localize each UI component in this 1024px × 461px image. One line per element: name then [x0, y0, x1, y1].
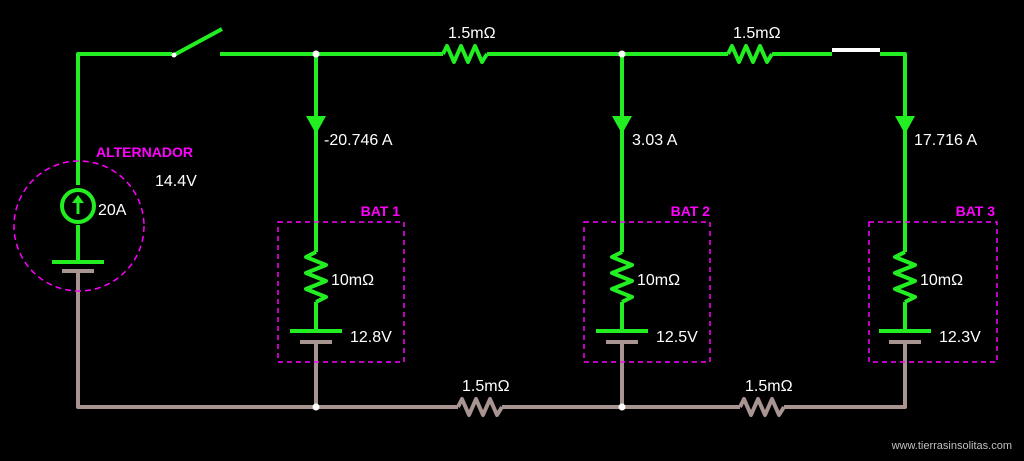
junction-dot: [312, 403, 320, 411]
bat3-current: 17.716 A: [914, 132, 978, 149]
top-resistor-2-zigzag: [726, 44, 774, 64]
alternator-voltage: 14.4V: [155, 173, 197, 190]
bat2-current: 3.03 A: [632, 132, 678, 149]
bottom-resistor-2-zigzag: [738, 397, 786, 417]
wire-bottom-bus-c: [784, 342, 907, 409]
battery-boxes: [277, 221, 998, 363]
junctions: [171, 50, 626, 411]
current-arrows: [306, 116, 915, 134]
bottom-resistor-1-zigzag: [456, 397, 504, 417]
switch-pivot: [171, 52, 177, 58]
top-resistor-1-label: 1.5mΩ: [448, 25, 496, 42]
bat3-resistor-zigzag: [893, 250, 917, 304]
bat2-resistance: 10mΩ: [637, 272, 680, 289]
wire-alternator-top: [76, 52, 172, 185]
bat2-box[interactable]: [583, 221, 711, 363]
bottom-resistor-2-label: 1.5mΩ: [745, 378, 793, 395]
top-resistor-2-label: 1.5mΩ: [733, 25, 781, 42]
bat1-voltage: 12.8V: [350, 329, 392, 346]
bat3-box[interactable]: [868, 221, 998, 363]
bat1-name: BAT 1: [361, 203, 401, 219]
bat1-current: -20.746 A: [324, 132, 393, 149]
wire-top-bus-d: [880, 52, 907, 110]
bat2-resistor-zigzag: [610, 250, 634, 304]
alternator-boundary: [13, 160, 145, 292]
top-resistor-1-zigzag: [441, 44, 489, 64]
alternator-current: 20A: [98, 202, 127, 219]
bat1-resistance: 10mΩ: [331, 272, 374, 289]
bat2-name: BAT 2: [671, 203, 711, 219]
watermark: www.tierrasinsolitas.com: [891, 440, 1012, 452]
main-switch[interactable]: [173, 27, 223, 57]
wire-alternator-bottom: [76, 271, 458, 409]
current-source-arrow-head: [72, 195, 84, 203]
bat2-voltage: 12.5V: [656, 329, 698, 346]
junction-dot: [618, 403, 626, 411]
positive-wiring: [52, 27, 931, 333]
bat3-current-arrow-icon: [895, 116, 915, 134]
alternator-name: ALTERNADOR: [96, 144, 193, 160]
bat1-current-arrow-icon: [306, 116, 326, 134]
alternator[interactable]: [13, 160, 145, 292]
bat2-current-arrow-icon: [612, 116, 632, 134]
bottom-resistor-1-label: 1.5mΩ: [462, 378, 510, 395]
bat1-resistor-zigzag: [304, 250, 328, 304]
bat3-name: BAT 3: [956, 203, 996, 219]
bat1-box[interactable]: [277, 221, 405, 363]
bat3-resistance: 10mΩ: [920, 272, 963, 289]
junction-dot: [312, 50, 320, 58]
bat3-voltage: 12.3V: [939, 329, 981, 346]
junction-dot: [618, 50, 626, 58]
